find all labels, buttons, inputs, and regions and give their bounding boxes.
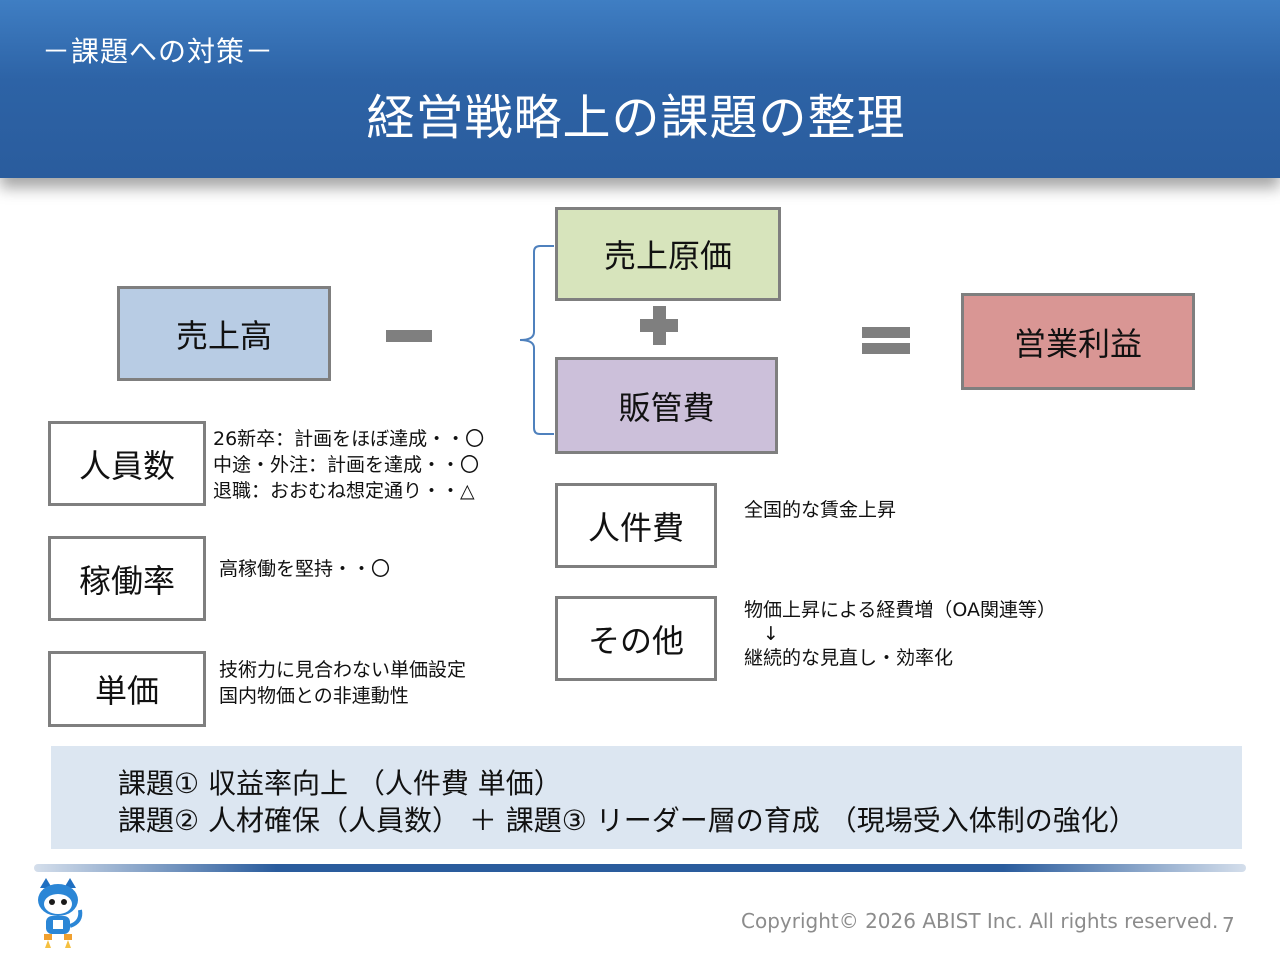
- unit-price-box: 単価: [48, 651, 206, 727]
- note-line: 国内物価との非連動性: [219, 685, 409, 707]
- cost-of-sales-box: 売上原価: [555, 207, 781, 301]
- header-banner: [0, 0, 1280, 178]
- headcount-box: 人員数: [48, 421, 206, 506]
- equals-operator: [862, 327, 910, 338]
- mascot-logo: [38, 878, 83, 948]
- other-cost-notes: 物価上昇による経費増（OA関連等） ↓ 継続的な見直し・効率化: [744, 598, 1056, 670]
- plus-operator-vertical: [653, 306, 666, 345]
- operating-profit-box: 営業利益: [961, 293, 1195, 390]
- note-line: 技術力に見合わない単価設定: [219, 659, 467, 681]
- slide-title: 経営戦略上の課題の整理: [366, 90, 906, 146]
- utilization-box: 稼働率: [48, 536, 206, 621]
- footer-divider: [34, 864, 1246, 872]
- summary-line-1: 課題① 収益率向上 （人件費 単価）: [118, 767, 562, 800]
- sales-box: 売上高: [117, 286, 331, 381]
- note-line: 退職：おおむね想定通り・・△: [213, 480, 475, 502]
- sga-box: 販管費: [555, 357, 778, 454]
- minus-operator: [386, 330, 432, 342]
- page-number: 7: [1222, 913, 1235, 937]
- slide-subtitle: －課題への対策－: [42, 35, 275, 68]
- note-line: ↓: [744, 623, 779, 645]
- note-line: 高稼働を堅持・・〇: [219, 558, 391, 580]
- utilization-notes: 高稼働を堅持・・〇: [219, 556, 390, 582]
- copyright-text: Copyright© 2026 ABIST Inc. All rights re…: [741, 909, 1219, 933]
- equals-operator-bottom: [862, 343, 910, 354]
- note-line: 継続的な見直し・効率化: [744, 647, 954, 669]
- labor-cost-notes: 全国的な賃金上昇: [744, 497, 896, 523]
- note-line: 中途・外注：計画を達成・・〇: [213, 454, 480, 476]
- summary-panel: [51, 746, 1242, 849]
- note-line: 物価上昇による経費増（OA関連等）: [744, 599, 1057, 621]
- unit-price-notes: 技術力に見合わない単価設定 国内物価との非連動性: [219, 657, 466, 709]
- labor-cost-box: 人件費: [555, 483, 717, 568]
- other-cost-box: その他: [555, 596, 717, 681]
- bracket: [519, 245, 554, 435]
- headcount-notes: 26新卒：計画をほぼ達成・・〇 中途・外注：計画を達成・・〇 退職：おおむね想定…: [213, 426, 484, 504]
- summary-line-2: 課題② 人材確保（人員数） ＋ 課題③ リーダー層の育成 （現場受入体制の強化）: [118, 804, 1137, 837]
- note-line: 26新卒：計画をほぼ達成・・〇: [213, 428, 485, 450]
- note-line: 全国的な賃金上昇: [744, 499, 897, 521]
